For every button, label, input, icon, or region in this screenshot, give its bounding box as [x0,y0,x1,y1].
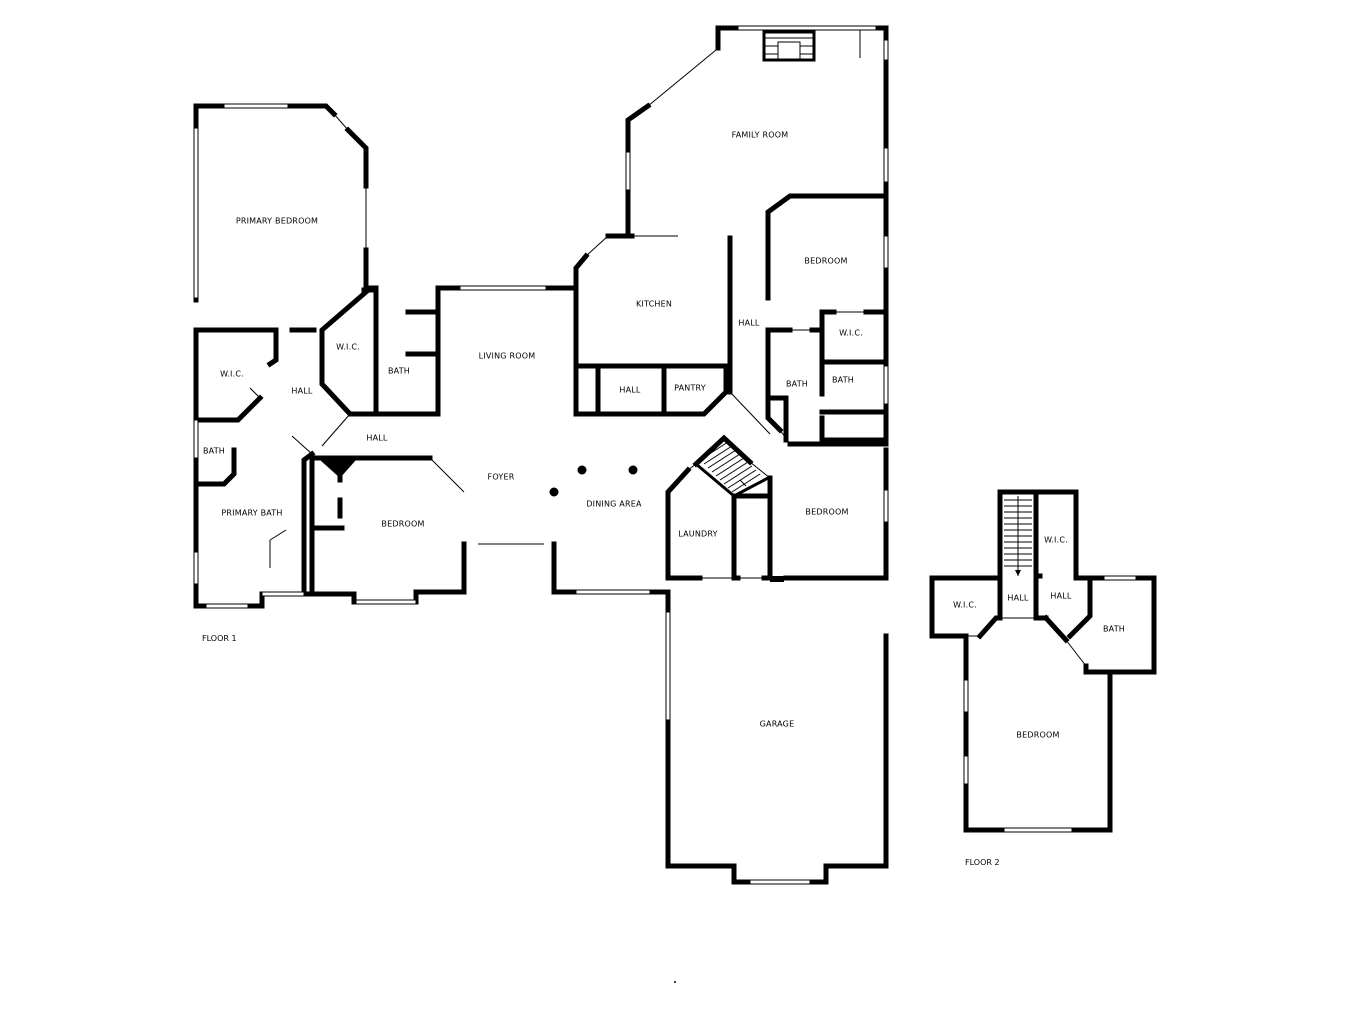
room-label-garage: GARAGE [760,720,795,729]
room-label-wic: W.I.C. [1044,536,1068,545]
room-label-primary-bath: PRIMARY BATH [221,509,282,518]
windows [193,25,889,885]
room-label-bath: BATH [1103,625,1125,634]
room-label-hall: HALL [291,387,313,396]
door-swings [249,235,866,600]
room-labels: FAMILY ROOM PRIMARY BEDROOM BEDROOM KITC… [203,131,1125,740]
room-label-wic: W.I.C. [336,343,360,352]
room-label-bath: BATH [786,380,808,389]
columns [549,465,638,497]
room-label-hall: HALL [1007,594,1029,603]
floor-label: FLOOR 2 [965,858,1000,867]
room-label-dining-area: DINING AREA [586,500,642,509]
garage-post [770,576,784,582]
room-label-pantry: PANTRY [674,384,706,393]
column [549,487,559,497]
room-label-bedroom: BEDROOM [381,520,424,529]
room-label-wic: W.I.C. [953,601,977,610]
room-label-hall: HALL [738,319,760,328]
room-label-hall: HALL [366,434,388,443]
fireplace [762,30,816,62]
room-label-bath: BATH [388,367,410,376]
room-label-primary-bedroom: PRIMARY BEDROOM [236,217,318,226]
stairs-floor1 [699,441,761,493]
room-label-bedroom: BEDROOM [1016,731,1059,740]
dot-mark [674,981,676,983]
room-label-wic: W.I.C. [220,370,244,379]
room-label-bath: BATH [832,376,854,385]
room-label-laundry: LAUNDRY [678,530,717,539]
room-label-bath: BATH [203,447,225,456]
room-label-foyer: FOYER [488,473,515,482]
room-label-hall: HALL [1050,592,1072,601]
column [577,465,587,475]
room-label-family-room: FAMILY ROOM [732,131,789,140]
room-label-living-room: LIVING ROOM [479,352,536,361]
floor2-windows [963,575,1137,833]
corner-fixture [320,460,356,478]
room-label-kitchen: KITCHEN [636,300,672,309]
floor1-walls [193,25,889,885]
room-label-wic: W.I.C. [839,329,863,338]
room-label-bedroom: BEDROOM [804,257,847,266]
column [628,465,638,475]
room-label-bedroom: BEDROOM [805,508,848,517]
floor-label: FLOOR 1 [202,634,237,643]
room-label-hall: HALL [619,386,641,395]
floor2-walls [929,489,1157,833]
stairs-floor2 [1004,496,1032,576]
